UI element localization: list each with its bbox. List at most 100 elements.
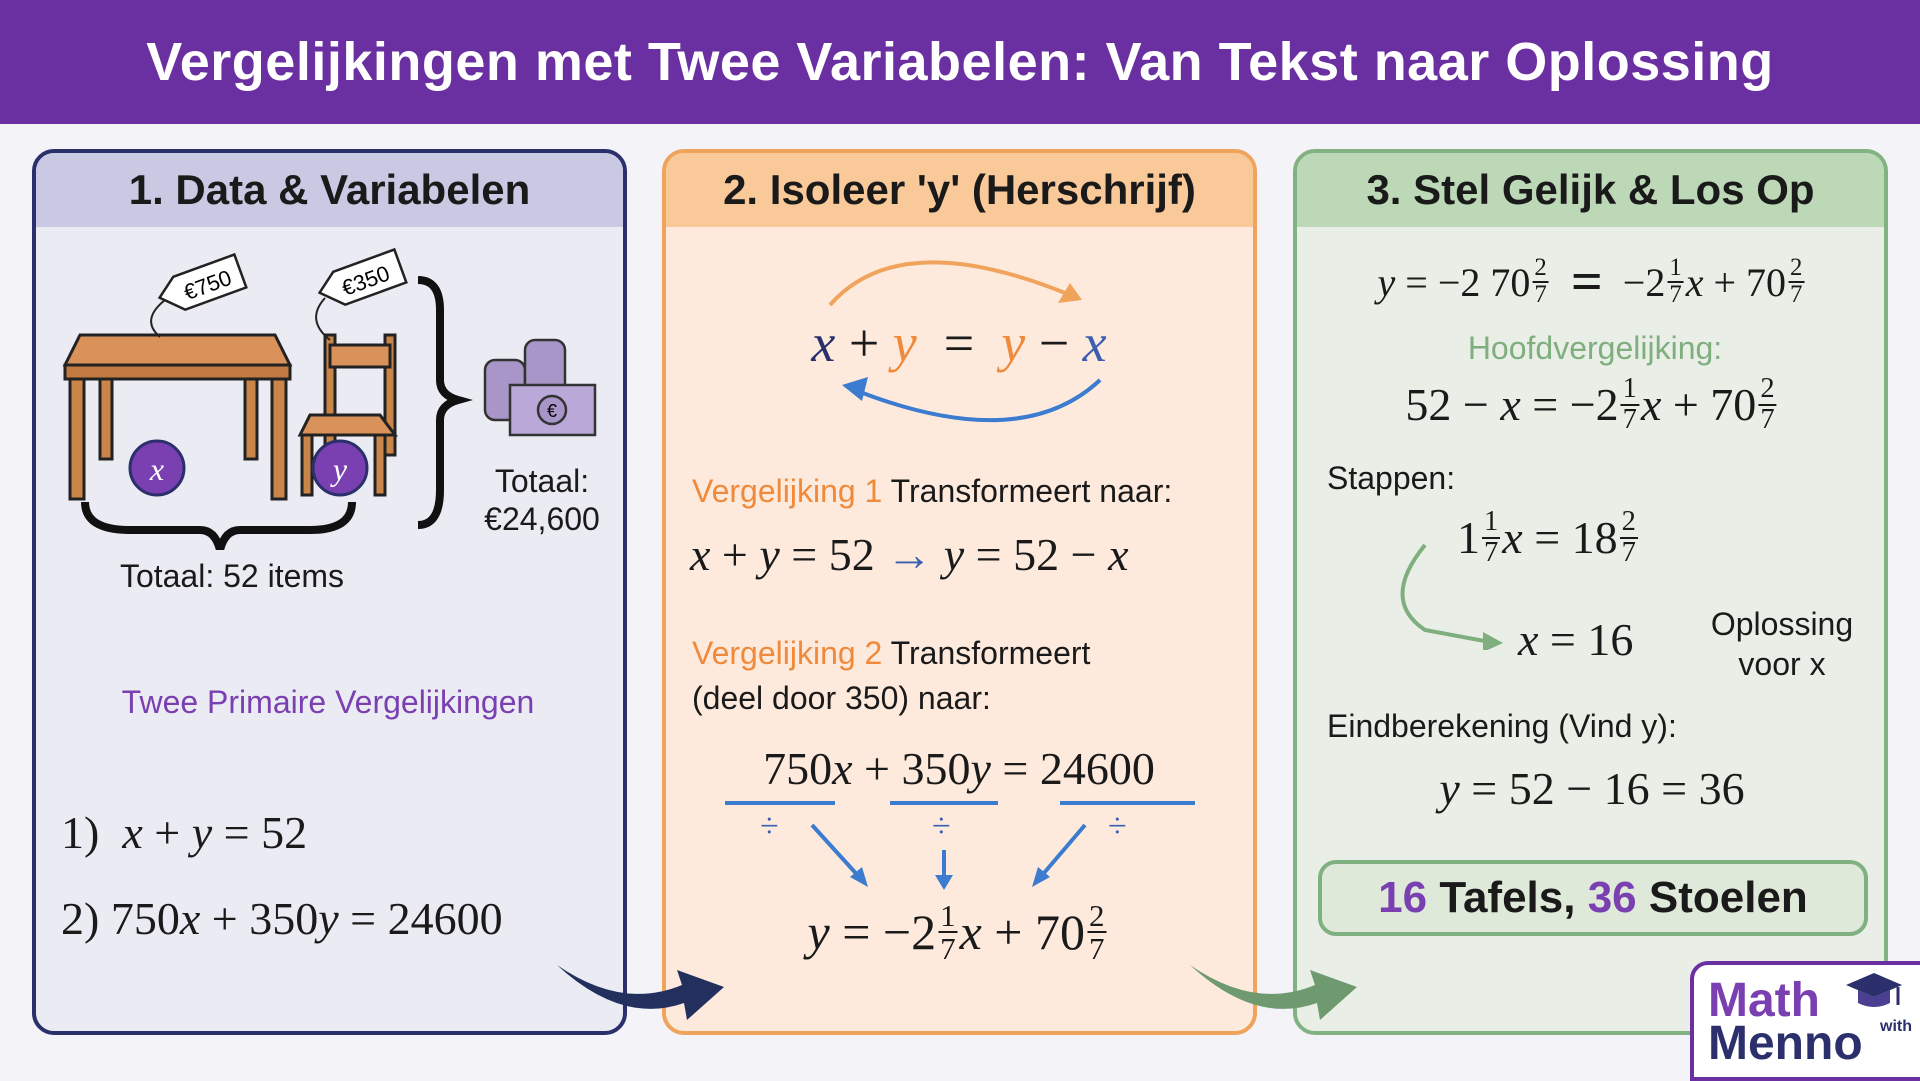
final-calc-label: Eindberekening (Vind y): [1327, 708, 1677, 744]
numerator: 1 [1620, 373, 1639, 406]
math-text: 1) [61, 807, 123, 858]
table-icon [62, 333, 293, 501]
math-text: + [835, 313, 893, 373]
math-variable: y [892, 313, 917, 373]
math-text: 2) 750 [61, 893, 180, 944]
math-variable: x [1685, 259, 1704, 305]
math-text: − [1025, 313, 1083, 373]
step-arrow [1400, 543, 1503, 650]
math-variable: x [811, 313, 836, 373]
numerator: 2 [1758, 373, 1777, 406]
label: Vergelijking 2 [692, 635, 883, 671]
furniture-illustration: €750 €350 x y € [62, 247, 597, 550]
math-variable: y [318, 893, 339, 944]
math-variable: x [1640, 379, 1662, 431]
math-symbol: = [1570, 251, 1603, 313]
math-variable: x [690, 529, 711, 580]
main-equation-label: Hoofdvergelijking: [1467, 330, 1723, 366]
math-variable: y [943, 529, 965, 580]
math-text: = −2 70 [1395, 259, 1531, 305]
result-chairs-count: 36 [1587, 873, 1637, 922]
math-text: = 16 [1538, 614, 1634, 665]
price-tag-750: €750 [157, 252, 248, 312]
total-items: Totaal: 52 items [119, 558, 345, 594]
arrow-orange [828, 260, 1071, 307]
logo-math: Math [1708, 974, 1820, 1027]
final-equation: y = 52 − 16 = 36 [1439, 762, 1744, 815]
math-text: + 350 [200, 893, 319, 944]
math-text: −2 [1602, 259, 1666, 305]
math-text: = 24600 [338, 893, 503, 944]
variable-y: y [330, 451, 348, 487]
result-tables-word: Tafels, [1427, 873, 1588, 922]
swap-equation: x + y = y − x [811, 312, 1106, 374]
money-icon: € [483, 338, 597, 437]
logo-with: with [1880, 1018, 1912, 1035]
equation-1-transform: x + y = 52 → y = 52 − x [690, 528, 1128, 581]
result-chairs-word: Stoelen [1636, 873, 1808, 922]
math-text: + [142, 807, 192, 858]
numerator: 2 [1619, 506, 1638, 539]
arrow-panel2-to-3 [1190, 965, 1357, 1020]
arrow-panel1-to-2 [557, 965, 724, 1020]
brace-right [417, 276, 473, 529]
math-text: = 52 − [964, 529, 1109, 580]
math-variable: x [179, 893, 201, 944]
math-text: + [710, 529, 760, 580]
label-text: Transformeert [882, 635, 1091, 671]
steps-label: Stappen: [1327, 460, 1456, 496]
label: Oplossing [1710, 606, 1854, 642]
math-variable: x [1500, 379, 1521, 431]
math-text: = −2 [829, 904, 937, 960]
math-text: = 24600 [990, 743, 1155, 794]
divide-symbol: ÷ [760, 808, 779, 845]
equation-2-label: Vergelijking 2 Transformeert (deel door 3… [692, 631, 1090, 721]
equation-1: 1) x + y = 52 [61, 806, 307, 859]
math-variable: y [759, 529, 780, 580]
math-text: + 350 [852, 743, 971, 794]
numerator: 1 [1482, 506, 1501, 539]
math-variable: x [959, 904, 982, 960]
divide-symbol: ÷ [1108, 808, 1127, 845]
equation-1-label: Vergelijking 1 Transformeert naar: [692, 473, 1172, 510]
result-tables-count: 16 [1378, 873, 1428, 922]
math-text: = −2 [1520, 379, 1619, 431]
chair-icon [297, 333, 398, 497]
math-variable: x [1502, 512, 1523, 564]
math-text: = 52 [212, 807, 308, 858]
math-text: + 70 [1661, 379, 1757, 431]
divide-arrows [725, 801, 1195, 890]
math-text: 1 [1457, 512, 1480, 564]
math-text: + 70 [981, 904, 1086, 960]
denominator: 7 [1760, 403, 1775, 435]
denominator: 7 [1484, 536, 1499, 568]
solution-label: Oplossing voor x [1702, 604, 1862, 684]
primary-equations-heading: Twee Primaire Vergelijkingen [121, 684, 535, 720]
math-variable: x [832, 743, 853, 794]
denominator: 7 [1621, 536, 1636, 568]
logo-menno: Menno [1708, 1017, 1863, 1071]
panel-title: 1. Data & Variabelen [36, 153, 623, 227]
math-text: + 70 [1703, 259, 1787, 305]
price-tag-350: €350 [317, 247, 408, 307]
math-variable: x [1108, 529, 1129, 580]
math-text: = 52 [779, 529, 887, 580]
label: Vergelijking 1 [692, 473, 883, 509]
panel-isolate-y: 2. Isoleer 'y' (Herschrijf) [662, 149, 1257, 1035]
graduation-cap-icon [1846, 973, 1902, 1007]
variable-x-badge: x [128, 439, 186, 497]
label-2: voor x [1738, 646, 1826, 682]
math-variable: y [807, 904, 830, 960]
label-text-2: (deel door 350) naar: [692, 679, 991, 716]
panel-title: 3. Stel Gelijk & Los Op [1297, 153, 1884, 227]
numerator: 1 [1667, 254, 1684, 283]
denominator: 7 [1534, 281, 1547, 308]
